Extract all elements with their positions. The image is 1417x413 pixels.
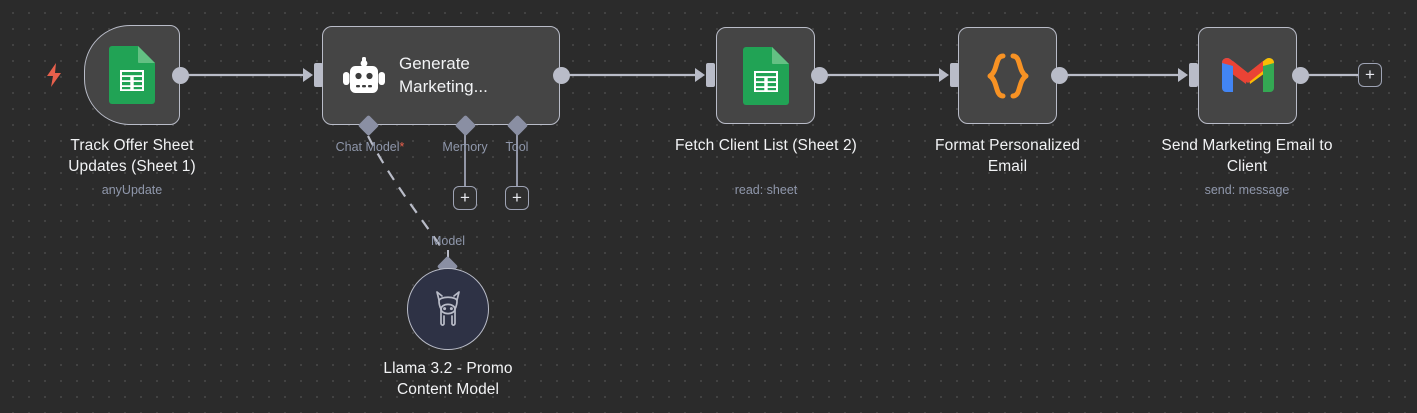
gmail-output-port[interactable] (1292, 66, 1309, 84)
node-llama-model[interactable] (407, 268, 489, 350)
node-subtitle-gmail: send: message (1204, 183, 1290, 197)
subport-label-chat-model: Chat Model* (300, 140, 440, 154)
wire-arrowhead-gmail (1178, 68, 1188, 82)
node-send-marketing-email[interactable] (1198, 27, 1297, 124)
node-subtitle-fetch: read: sheet (734, 183, 798, 197)
add-node-end-button[interactable]: + (1358, 63, 1382, 87)
subport-label-memory: Memory (442, 140, 488, 154)
llm-connector-label: Model (430, 234, 466, 248)
google-sheets-icon (109, 46, 155, 104)
required-asterisk: * (399, 140, 405, 154)
node-track-offer-sheet-updates[interactable] (84, 25, 180, 125)
wire-arrowhead (303, 68, 313, 82)
subport-label-tool: Tool (505, 140, 529, 154)
node-title-gmail: Send Marketing Email to Client (1161, 137, 1333, 176)
format-output-port[interactable] (1051, 66, 1068, 84)
trigger-lightning-bolt-icon (44, 62, 64, 88)
wire-arrowhead-format (939, 68, 949, 82)
gmail-input-port[interactable] (1189, 63, 1198, 87)
node-title-llama: Llama 3.2 - Promo Content Model (383, 360, 513, 399)
code-braces-icon (987, 53, 1028, 98)
llama-icon (436, 291, 460, 326)
node-title-fetch: Fetch Client List (Sheet 2) (675, 137, 857, 154)
subport-label-chat-model-text: Chat Model (335, 140, 400, 154)
trigger-output-port[interactable] (172, 66, 189, 84)
add-tool-button[interactable]: + (505, 186, 529, 210)
google-sheets-icon (742, 46, 789, 105)
agent-input-port[interactable] (314, 63, 323, 87)
node-subtitle-trigger: anyUpdate (101, 183, 163, 197)
robot-icon (343, 56, 385, 93)
node-title-format: Format Personalized Email (935, 137, 1080, 176)
lightning-bolt-icon (47, 63, 61, 87)
wire-arrowhead-fetch (695, 68, 705, 82)
fetch-input-port[interactable] (706, 63, 715, 87)
agent-output-port[interactable] (553, 66, 570, 84)
node-fetch-client-list[interactable] (716, 27, 815, 124)
fetch-output-port[interactable] (811, 66, 828, 84)
agent-inline-title: Generate Marketing... (399, 53, 488, 96)
gmail-icon (1221, 57, 1274, 92)
format-input-port[interactable] (950, 63, 959, 87)
node-title-trigger: Track Offer Sheet Updates (Sheet 1) (68, 137, 196, 176)
node-generate-marketing-agent[interactable]: Generate Marketing... (322, 26, 560, 125)
add-memory-button[interactable]: + (453, 186, 477, 210)
node-format-personalized-email[interactable] (958, 27, 1057, 124)
